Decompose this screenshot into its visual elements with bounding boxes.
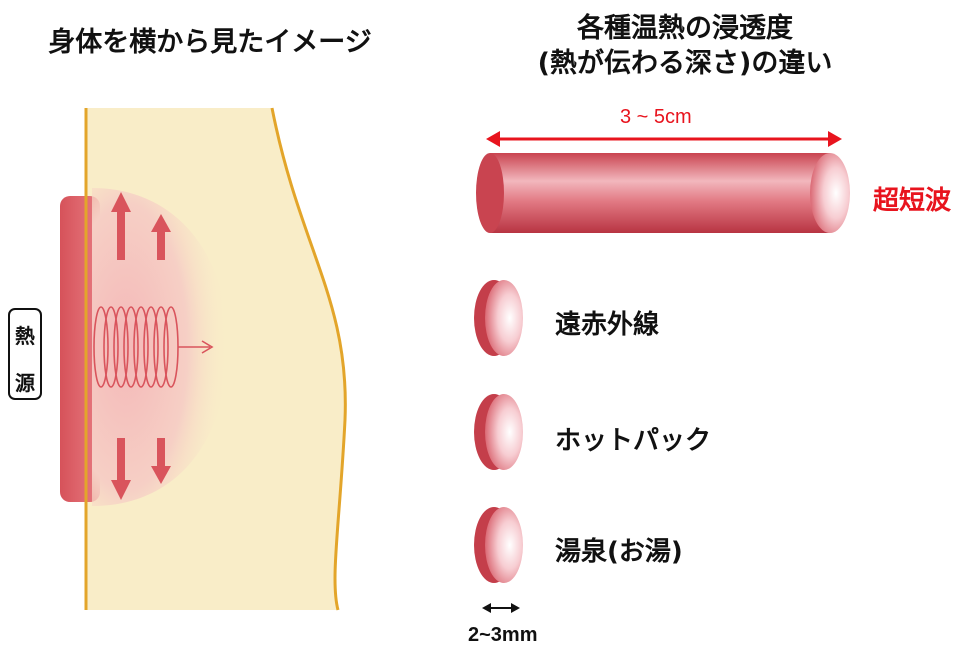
depth-range-label: 3 ~ 5cm (620, 106, 692, 129)
shortwave-label: 超短波 (873, 180, 951, 217)
hot-pack-disc (474, 394, 523, 470)
hot-spring-label: 湯泉(お湯) (555, 531, 683, 568)
shortwave-cylinder (476, 153, 850, 233)
thickness-label: 2~3mm (468, 624, 538, 647)
heat-source-label: 熱 源 (8, 308, 42, 400)
far-infrared-label: 遠赤外線 (555, 304, 659, 341)
heat-source-char2: 源 (10, 367, 40, 396)
heat-source-char1: 熱 (10, 320, 40, 349)
depth-range-arrow (486, 131, 842, 147)
hot-pack-label: ホットパック (555, 420, 711, 457)
thickness-arrow (482, 603, 520, 613)
far-infrared-disc (474, 280, 523, 356)
hot-spring-disc (474, 507, 523, 583)
